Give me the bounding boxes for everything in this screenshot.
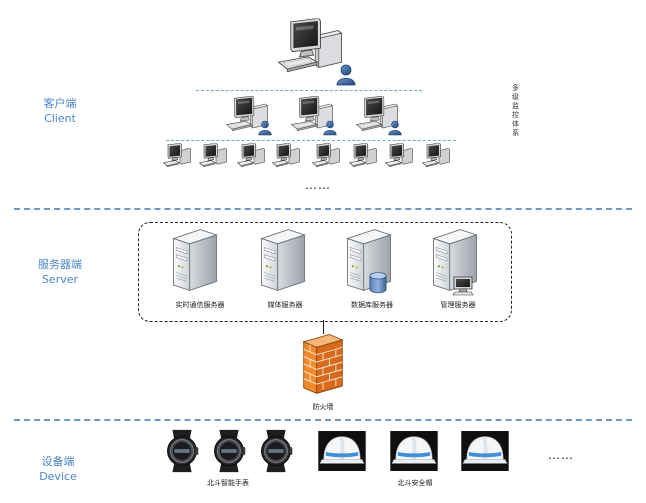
server-label: 管理服务器 [440, 301, 476, 309]
server-label: 数据库服务器 [351, 301, 393, 309]
firewall-icon [300, 330, 346, 396]
pc-icon [384, 143, 414, 169]
safety-helmet-icon [318, 431, 366, 471]
level-2-line [166, 140, 456, 141]
realtime-server-icon [168, 226, 222, 294]
client-tier-label: 客户端 Client [30, 96, 90, 126]
pc-icon [236, 143, 266, 169]
connector-line [323, 320, 324, 334]
multi-level-monitoring-label: 多级监控体系 [512, 84, 519, 137]
user-icon [258, 120, 272, 136]
smart-watch-icon [256, 428, 296, 474]
pc-icon [271, 143, 301, 169]
server-label: 实时通信服务器 [175, 301, 225, 309]
server-device-separator [14, 419, 632, 421]
pc-icon [198, 143, 228, 169]
pc-icon [162, 143, 192, 169]
server-tier-label: 服务器端 Server [22, 257, 98, 287]
media-server-icon [256, 226, 310, 294]
user-icon [388, 120, 402, 136]
smart-watch-icon [209, 428, 249, 474]
safety-helmet-icon [390, 431, 438, 471]
pc-icon [348, 143, 378, 169]
top-workstation-icon [275, 18, 345, 80]
top-user-icon [336, 64, 356, 86]
device-tier-label-cn: 设备端 [41, 455, 75, 468]
client-more-ellipsis: …… [305, 178, 331, 192]
database-icon [369, 272, 387, 294]
client-server-separator [14, 208, 632, 210]
pc-icon [421, 143, 451, 169]
smart-watch-icon [162, 428, 202, 474]
level-1-line [196, 90, 422, 91]
server-tier-label-en: Server [41, 273, 79, 286]
firewall-label: 防火墙 [312, 403, 334, 411]
client-tier-label-cn: 客户端 [43, 97, 77, 110]
server-tier-label-cn: 服务器端 [38, 258, 82, 271]
client-tier-label-en: Client [44, 112, 76, 125]
device-more-ellipsis: …… [548, 448, 574, 462]
user-icon [323, 120, 337, 136]
server-label: 媒体服务器 [267, 301, 303, 309]
monitor-icon [452, 276, 474, 296]
smart-watch-label: 北斗智能手表 [207, 479, 249, 487]
safety-helmet-icon [461, 431, 509, 471]
device-tier-label-en: Device [39, 470, 77, 483]
device-tier-label: 设备端 Device [28, 454, 88, 484]
pc-icon [311, 143, 341, 169]
safety-helmet-label: 北斗安全帽 [397, 479, 433, 487]
server-group-box [138, 222, 512, 322]
